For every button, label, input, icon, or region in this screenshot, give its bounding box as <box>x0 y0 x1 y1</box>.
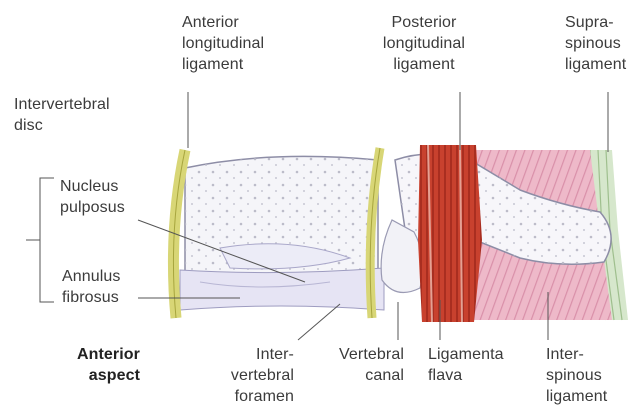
label-posterior-longitudinal-ligament: Posterior longitudinal ligament <box>375 12 473 75</box>
label-ligamenta-flava: Ligamenta flava <box>428 344 504 386</box>
label-supraspinous-ligament: Supra- spinous ligament <box>565 12 626 75</box>
label-interspinous-ligament: Inter- spinous ligament <box>546 344 607 407</box>
label-intervertebral-foramen: Inter- vertebral foramen <box>206 344 294 407</box>
label-anterior-aspect: Anterior aspect <box>54 344 140 386</box>
label-nucleus-pulposus: Nucleus pulposus <box>60 176 125 218</box>
label-anterior-longitudinal-ligament: Anterior longitudinal ligament <box>182 12 264 75</box>
label-vertebral-canal: Vertebral canal <box>318 344 404 386</box>
intervertebral-disc-shape <box>180 268 384 310</box>
label-intervertebral-disc: Intervertebral disc <box>14 94 110 136</box>
label-annulus-fibrosus: Annulus fibrosus <box>62 266 121 308</box>
